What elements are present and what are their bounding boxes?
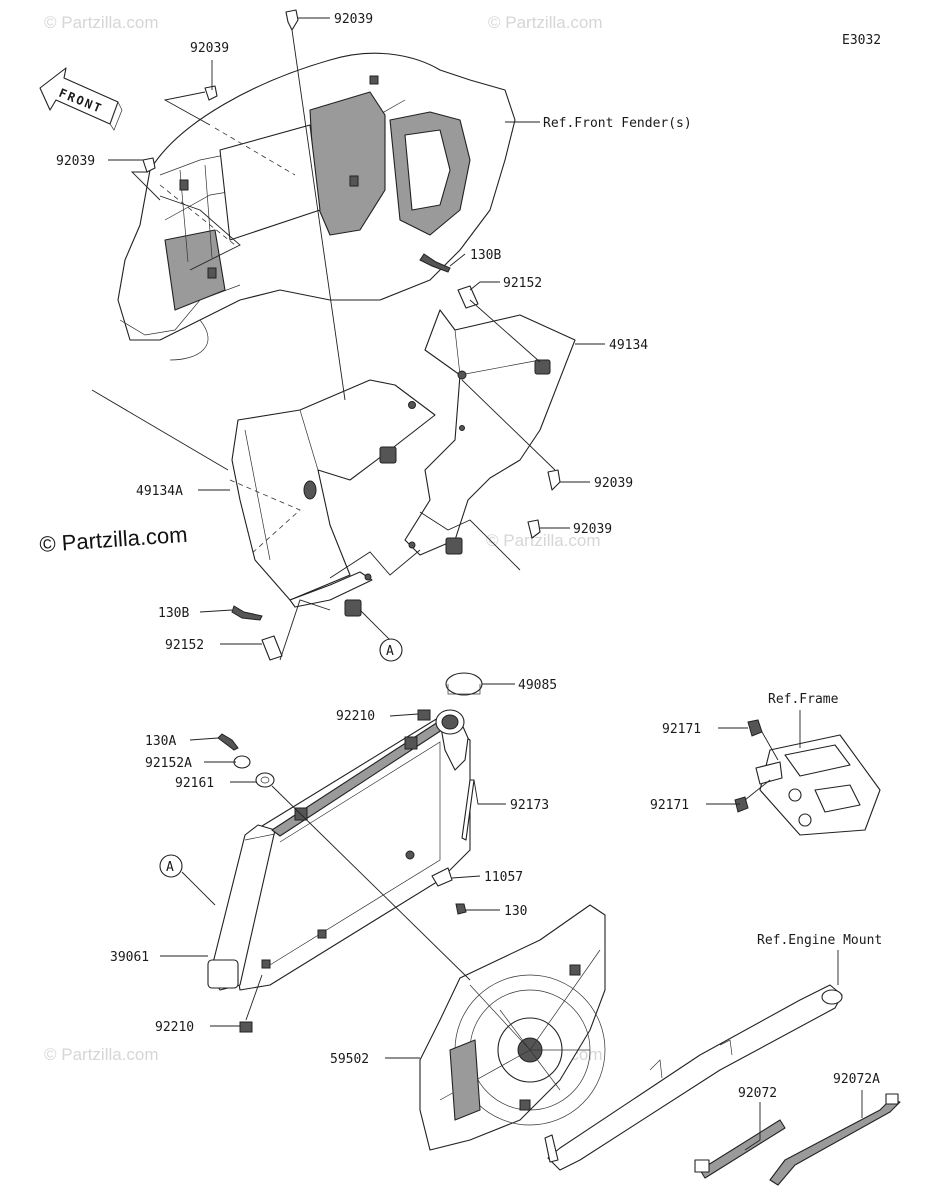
label-92171-lower[interactable]: 92171 xyxy=(650,798,689,813)
watermark-top-center: © Partzilla.com xyxy=(488,13,603,32)
label-ref-front-fender[interactable]: Ref.Front Fender(s) xyxy=(543,116,692,131)
callout-a-bottom: A xyxy=(159,854,183,878)
watermark-primary: © Partzilla.com xyxy=(39,522,189,557)
label-92152-upper[interactable]: 92152 xyxy=(503,276,542,291)
label-49134A[interactable]: 49134A xyxy=(136,484,183,499)
engine-mount-bar-illustration xyxy=(544,984,843,1171)
label-92072A[interactable]: 92072A xyxy=(833,1072,880,1087)
label-92161[interactable]: 92161 xyxy=(175,776,214,791)
label-92072[interactable]: 92072 xyxy=(738,1086,777,1101)
label-92152-lower[interactable]: 92152 xyxy=(165,638,204,653)
label-92173[interactable]: 92173 xyxy=(510,798,549,813)
label-92039-top[interactable]: 92039 xyxy=(334,12,373,27)
leader-lines xyxy=(91,17,863,1151)
label-92210-lower[interactable]: 92210 xyxy=(155,1020,194,1035)
label-130A[interactable]: 130A xyxy=(145,734,176,749)
shroud-49134A-illustration xyxy=(229,379,436,617)
label-11057[interactable]: 11057 xyxy=(484,870,523,885)
label-49134[interactable]: 49134 xyxy=(609,338,648,353)
frame-bracket-illustration xyxy=(755,734,881,836)
cable-tie-92072-illustration xyxy=(694,1119,786,1179)
front-arrow-icon: FRONT xyxy=(39,67,123,131)
label-92171-upper[interactable]: 92171 xyxy=(662,722,701,737)
cable-tie-92072A-illustration xyxy=(769,1093,901,1186)
watermark-mid: © Partzilla.com xyxy=(486,531,601,550)
callout-a-bottom-letter: A xyxy=(166,860,174,875)
fan-59502-illustration xyxy=(419,904,606,1151)
label-92039-right-lower[interactable]: 92039 xyxy=(573,522,612,537)
watermark-top-left: © Partzilla.com xyxy=(44,13,159,32)
callout-a-top-letter: A xyxy=(386,644,394,659)
diagram-code: E3032 xyxy=(842,33,881,48)
shroud-49134-illustration xyxy=(404,309,576,556)
label-ref-engine-mount[interactable]: Ref.Engine Mount xyxy=(757,933,882,948)
label-39061[interactable]: 39061 xyxy=(110,950,149,965)
label-92152A[interactable]: 92152A xyxy=(145,756,192,771)
label-59502[interactable]: 59502 xyxy=(330,1052,369,1067)
watermark-bottom-left: © Partzilla.com xyxy=(44,1045,159,1064)
label-92039-right[interactable]: 92039 xyxy=(594,476,633,491)
label-130B-lower[interactable]: 130B xyxy=(158,606,189,621)
label-92039-left[interactable]: 92039 xyxy=(56,154,95,169)
label-92039-upper-left[interactable]: 92039 xyxy=(190,41,229,56)
label-92210-upper[interactable]: 92210 xyxy=(336,709,375,724)
label-130B-upper[interactable]: 130B xyxy=(470,248,501,263)
radiator-39061-illustration xyxy=(207,709,471,991)
front-fender-illustration xyxy=(117,52,516,361)
callout-a-top: A xyxy=(379,638,403,662)
label-ref-frame[interactable]: Ref.Frame xyxy=(768,692,839,707)
label-49085[interactable]: 49085 xyxy=(518,678,557,693)
label-130[interactable]: 130 xyxy=(504,904,527,919)
